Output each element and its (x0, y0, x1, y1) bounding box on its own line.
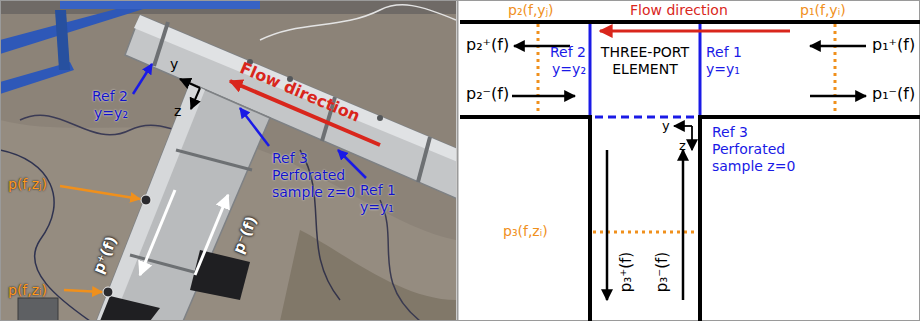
three-port-schematic (834, 24, 837, 115)
three-port-schematic (589, 24, 592, 115)
pressure-label: p₃(f,zᵢ) (503, 223, 548, 240)
wave-label: p₁⁻(f) (872, 84, 915, 103)
setup-photo (100, 296, 160, 321)
setup-photo (154, 22, 168, 66)
element-label: THREE-PORT ELEMENT (594, 44, 696, 78)
three-port-schematic (606, 150, 609, 300)
axis-label: z (174, 103, 181, 120)
pressure-label: p₂(f,yⱼ) (508, 2, 554, 19)
three-port-schematic (595, 116, 696, 119)
three-port-schematic (537, 24, 540, 115)
three-port-schematic (600, 30, 790, 33)
setup-photo (133, 64, 152, 94)
reference-label: Ref 3 Perforated sample z=0 (272, 150, 356, 200)
pressure-label: p(f,zⱼ) (8, 176, 47, 193)
wave-label: p₃⁻(f) (653, 252, 671, 292)
three-port-schematic (810, 45, 866, 48)
three-port-schematic (457, 0, 459, 321)
setup-photo (280, 230, 456, 321)
setup-photo (191, 88, 200, 109)
setup-photo (64, 290, 102, 292)
axis-label: y (170, 56, 178, 73)
setup-photo (103, 287, 113, 297)
setup-photo (260, 5, 456, 40)
axis-label: y (662, 118, 670, 134)
flow-label: Flow direction (630, 2, 728, 19)
three-port-schematic (588, 115, 592, 321)
three-port-schematic (810, 95, 866, 98)
setup-photo (380, 200, 420, 321)
reference-label: Ref 3 Perforated sample z=0 (712, 124, 796, 174)
setup-photo (240, 108, 269, 146)
three-port-schematic (698, 115, 702, 321)
setup-photo (140, 190, 175, 275)
reference-label: Ref 1 y=y₁ (360, 182, 406, 216)
setup-photo (55, 10, 70, 70)
setup-photo (180, 79, 200, 88)
three-port-schematic (593, 231, 697, 234)
setup-photo (190, 250, 250, 300)
setup-photo (195, 195, 228, 275)
three-port-schematic (512, 95, 575, 98)
three-port-schematic (460, 20, 920, 24)
reference-label: Ref 2 y=y₂ (542, 44, 586, 78)
setup-photo (0, 0, 456, 321)
setup-photo (60, 186, 140, 199)
pressure-label: p₁(f,yᵢ) (800, 2, 846, 19)
wave-label: p₂⁻(f) (466, 84, 509, 103)
setup-photo (377, 115, 383, 121)
wave-label: p₃⁺(f) (617, 252, 635, 292)
reference-label: Ref 1 y=y₁ (706, 44, 750, 78)
setup-photo (176, 150, 252, 170)
three-port-schematic (460, 0, 920, 321)
pressure-label: p(f,zᵢ) (8, 282, 47, 299)
wave-label: p₂⁺(f) (466, 35, 509, 54)
setup-photo (0, 150, 90, 321)
reference-label: Ref 2 y=y₂ (82, 88, 128, 122)
three-port-schematic (682, 150, 685, 300)
setup-photo (141, 195, 151, 205)
setup-photo (60, 0, 260, 9)
three-port-schematic (460, 115, 592, 119)
three-port-schematic (699, 24, 702, 115)
setup-photo (418, 137, 430, 182)
three-port-schematic (691, 126, 693, 150)
setup-photo (18, 298, 58, 321)
three-port-schematic (674, 125, 692, 127)
wave-label: p₁⁺(f) (872, 35, 915, 54)
three-port-schematic (698, 115, 920, 119)
axis-label: z (679, 138, 686, 154)
